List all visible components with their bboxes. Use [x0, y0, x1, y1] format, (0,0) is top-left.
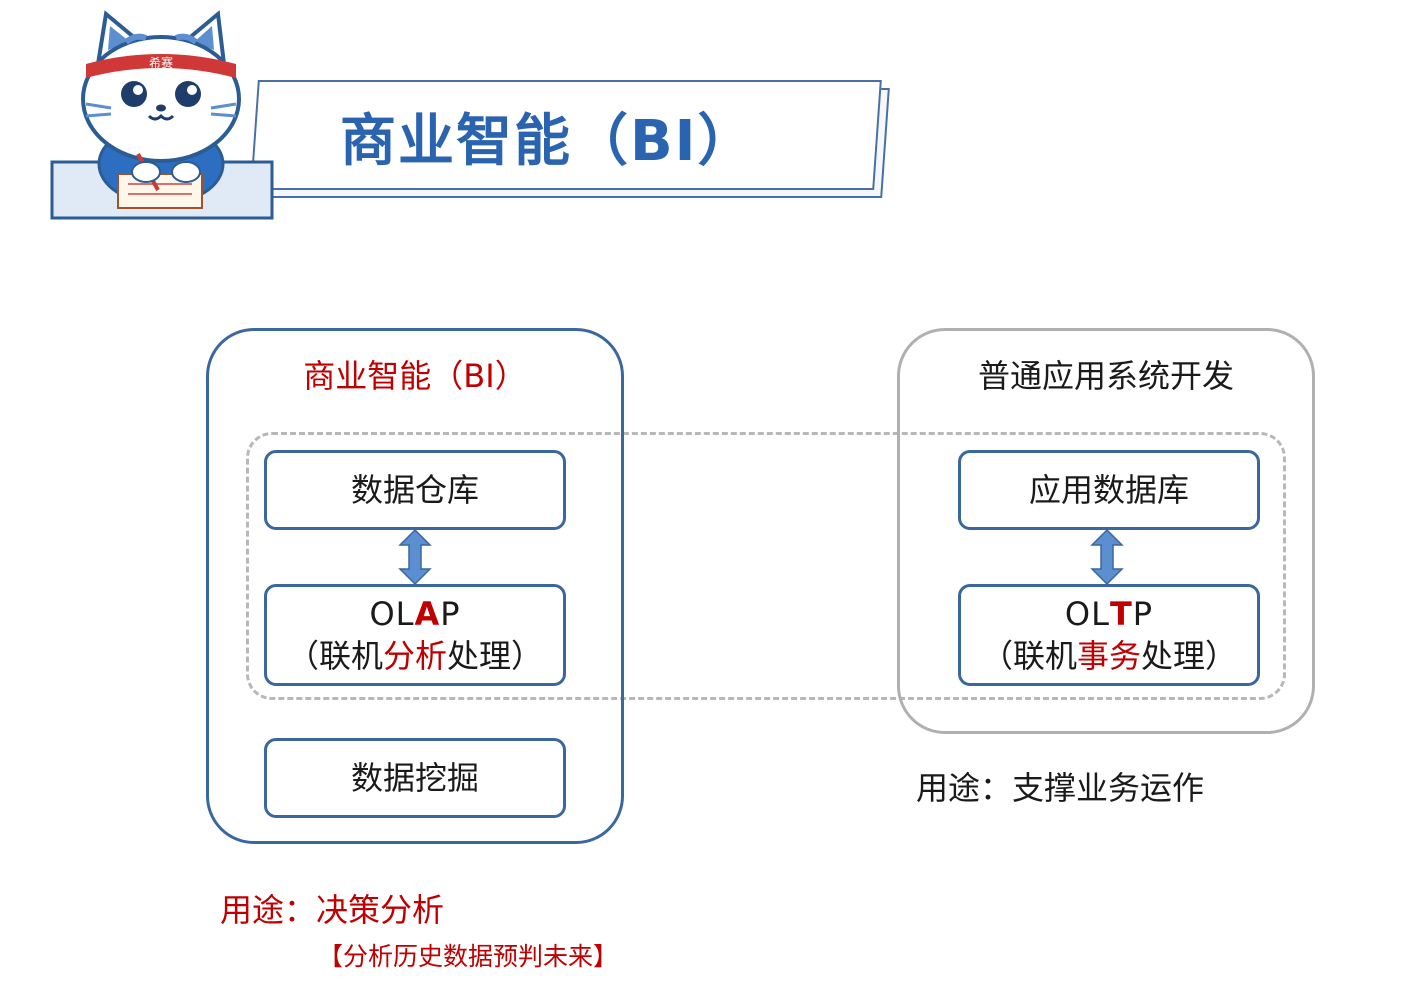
bidirectional-arrow-icon	[398, 528, 432, 586]
app-usage-text: 用途：支撑业务运作	[916, 769, 1205, 807]
oltp-acronym: OLTP	[1064, 595, 1154, 633]
oltp-node: OLTP （联机事务处理）	[958, 584, 1260, 686]
bi-usage-text: 用途：决策分析	[220, 891, 445, 929]
cat-mascot-icon: 希赛	[50, 10, 274, 220]
shared-dashed-group	[246, 432, 1286, 700]
app-database-node: 应用数据库	[958, 450, 1260, 530]
data-warehouse-node: 数据仓库	[264, 450, 566, 530]
bi-usage-note: 【分析历史数据预判未来】	[318, 942, 619, 971]
data-mining-label: 数据挖掘	[350, 759, 479, 797]
data-warehouse-label: 数据仓库	[350, 471, 479, 509]
bi-title: 商业智能（BI）	[303, 357, 527, 395]
app-database-label: 应用数据库	[1028, 471, 1189, 509]
app-system-container	[897, 328, 1315, 734]
app-system-title: 普通应用系统开发	[977, 357, 1234, 395]
bidirectional-arrow-icon	[1090, 528, 1124, 586]
headband-text: 希赛	[149, 55, 173, 70]
bi-container	[206, 328, 624, 844]
page-title: 商业智能（BI）	[340, 109, 756, 174]
olap-node: OLAP （联机分析处理）	[264, 584, 566, 686]
data-mining-node: 数据挖掘	[264, 738, 566, 818]
oltp-description: （联机事务处理）	[980, 637, 1238, 675]
olap-description: （联机分析处理）	[286, 637, 544, 675]
olap-acronym: OLAP	[369, 595, 461, 633]
